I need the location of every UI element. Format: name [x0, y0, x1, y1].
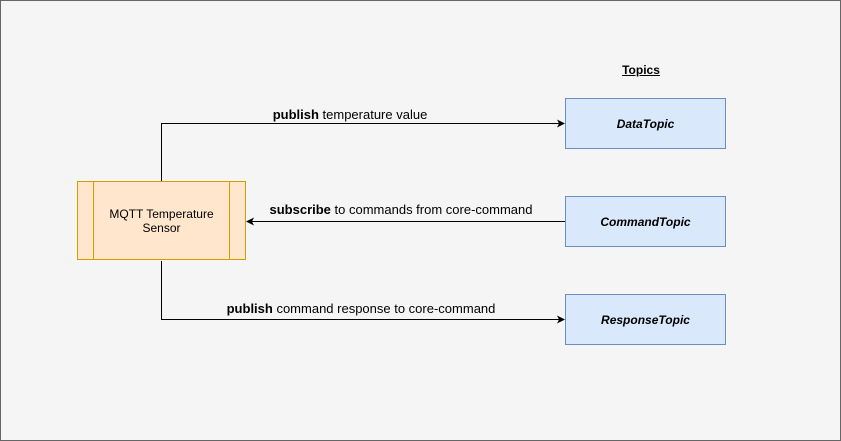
publish-temperature-label: publish temperature value	[272, 107, 428, 122]
sensor-right-stripe	[229, 182, 245, 259]
edge-verb: publish	[226, 301, 273, 316]
command-topic-box[interactable]: CommandTopic	[565, 196, 726, 247]
subscribe-commands-label: subscribe to commands from core-command	[269, 202, 533, 217]
mqtt-sensor-box[interactable]: MQTT Temperature Sensor	[77, 181, 246, 260]
sensor-label: MQTT Temperature Sensor	[109, 206, 214, 235]
edge-verb: subscribe	[269, 202, 331, 217]
publish-response-connector	[161, 261, 565, 324]
data-topic-box[interactable]: DataTopic	[565, 98, 726, 149]
edge-text: to commands from core-command	[330, 202, 533, 217]
edge-verb: publish	[272, 107, 319, 122]
response-topic-box[interactable]: ResponseTopic	[565, 294, 726, 345]
sensor-left-stripe	[78, 182, 94, 259]
edge-text: temperature value	[318, 107, 428, 122]
edge-text: command response to core-command	[272, 301, 496, 316]
topics-heading: Topics	[622, 63, 660, 77]
publish-data-connector	[161, 119, 565, 181]
publish-response-label: publish command response to core-command	[226, 301, 496, 316]
